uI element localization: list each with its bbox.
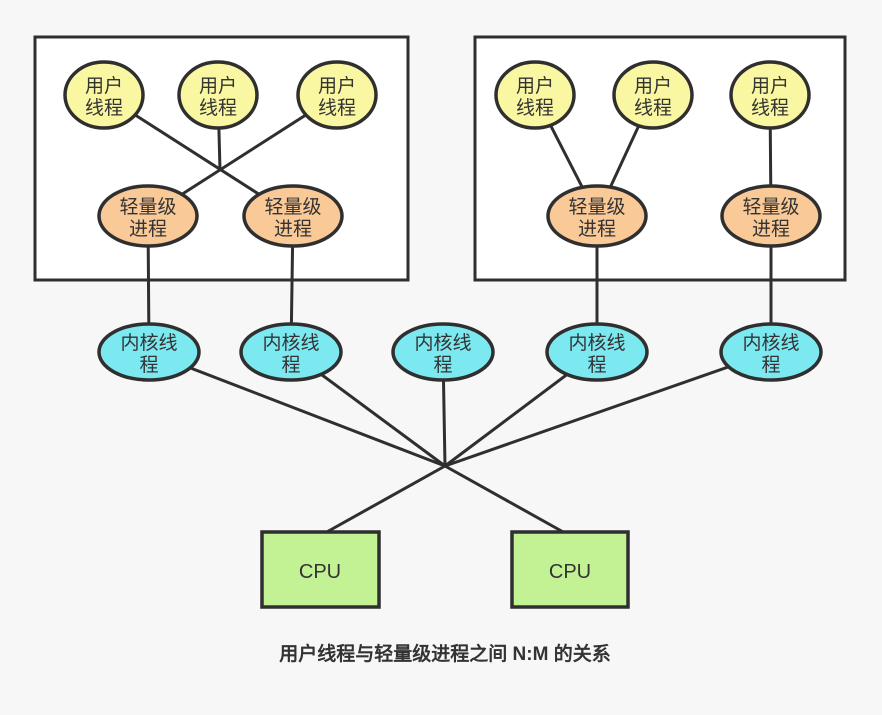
lwp-node-1: 轻量级进程 — [97, 184, 199, 248]
edge-hub-cpu2 — [443, 464, 567, 535]
kernel-thread-label: 内核线程 — [568, 332, 625, 376]
user-thread-node-5: 用户线程 — [612, 60, 694, 130]
diagram-caption: 用户线程与轻量级进程之间 N:M 的关系 — [279, 642, 610, 665]
user-thread-node-1: 用户线程 — [63, 60, 145, 130]
lwp-ellipse — [242, 184, 344, 248]
user-thread-label: 用户线程 — [516, 75, 554, 119]
lwp-node-2: 轻量级进程 — [242, 184, 344, 248]
user-thread-ellipse — [494, 60, 576, 130]
kernel-thread-node-1: 内核线程 — [97, 322, 201, 382]
lwp-ellipse — [97, 184, 199, 248]
user-thread-label: 用户线程 — [751, 75, 789, 119]
cpu-label: CPU — [299, 561, 341, 583]
lwp-label: 轻量级进程 — [119, 196, 176, 240]
kernel-thread-node-5: 内核线程 — [719, 322, 823, 382]
kernel-thread-label: 内核线程 — [262, 332, 319, 376]
user-thread-label: 用户线程 — [634, 75, 672, 119]
cpu-label: CPU — [549, 561, 591, 583]
user-thread-node-2: 用户线程 — [177, 60, 259, 130]
cpu-rect — [510, 530, 630, 609]
kernel-thread-label: 内核线程 — [742, 332, 799, 376]
user-thread-node-6: 用户线程 — [729, 60, 811, 130]
user-thread-ellipse — [177, 60, 259, 130]
lwp-label: 轻量级进程 — [264, 196, 321, 240]
user-thread-nodes: 用户线程 用户线程 用户线程 用户线程 用户线程 用户线程 — [63, 60, 811, 130]
kernel-thread-ellipse — [239, 322, 343, 382]
lwp-ellipse — [720, 184, 822, 248]
user-thread-ellipse — [612, 60, 694, 130]
user-thread-node-4: 用户线程 — [494, 60, 576, 130]
lwp-label: 轻量级进程 — [742, 196, 799, 240]
edge-hub-cpu1 — [323, 464, 447, 535]
edge-kt5-hub — [443, 350, 773, 468]
cpu-node-1: CPU — [260, 530, 381, 609]
kernel-thread-node-4: 内核线程 — [545, 322, 649, 382]
kernel-thread-ellipse — [391, 322, 495, 382]
kernel-thread-label: 内核线程 — [120, 332, 177, 376]
kernel-thread-label: 内核线程 — [414, 332, 471, 376]
kernel-thread-ellipse — [545, 322, 649, 382]
user-thread-node-3: 用户线程 — [296, 60, 378, 130]
kernel-thread-node-3: 内核线程 — [391, 322, 495, 382]
user-thread-label: 用户线程 — [85, 75, 123, 119]
user-thread-ellipse — [296, 60, 378, 130]
lwp-label: 轻量级进程 — [568, 196, 625, 240]
user-thread-ellipse — [63, 60, 145, 130]
cpu-rect — [260, 530, 381, 609]
cpu-nodes: CPU CPU — [260, 530, 630, 609]
edge-kt1-hub — [147, 350, 447, 468]
user-thread-ellipse — [729, 60, 811, 130]
user-thread-label: 用户线程 — [199, 75, 237, 119]
kernel-thread-ellipse — [719, 322, 823, 382]
lwp-node-3: 轻量级进程 — [546, 184, 648, 248]
kernel-thread-nodes: 内核线程 内核线程 内核线程 内核线程 内核线程 — [97, 322, 823, 382]
lwp-nodes: 轻量级进程 轻量级进程 轻量级进程 轻量级进程 — [97, 184, 822, 248]
cpu-node-2: CPU — [510, 530, 630, 609]
kernel-thread-node-2: 内核线程 — [239, 322, 343, 382]
lwp-node-4: 轻量级进程 — [720, 184, 822, 248]
lwp-ellipse — [546, 184, 648, 248]
kernel-thread-ellipse — [97, 322, 201, 382]
user-thread-label: 用户线程 — [318, 75, 356, 119]
